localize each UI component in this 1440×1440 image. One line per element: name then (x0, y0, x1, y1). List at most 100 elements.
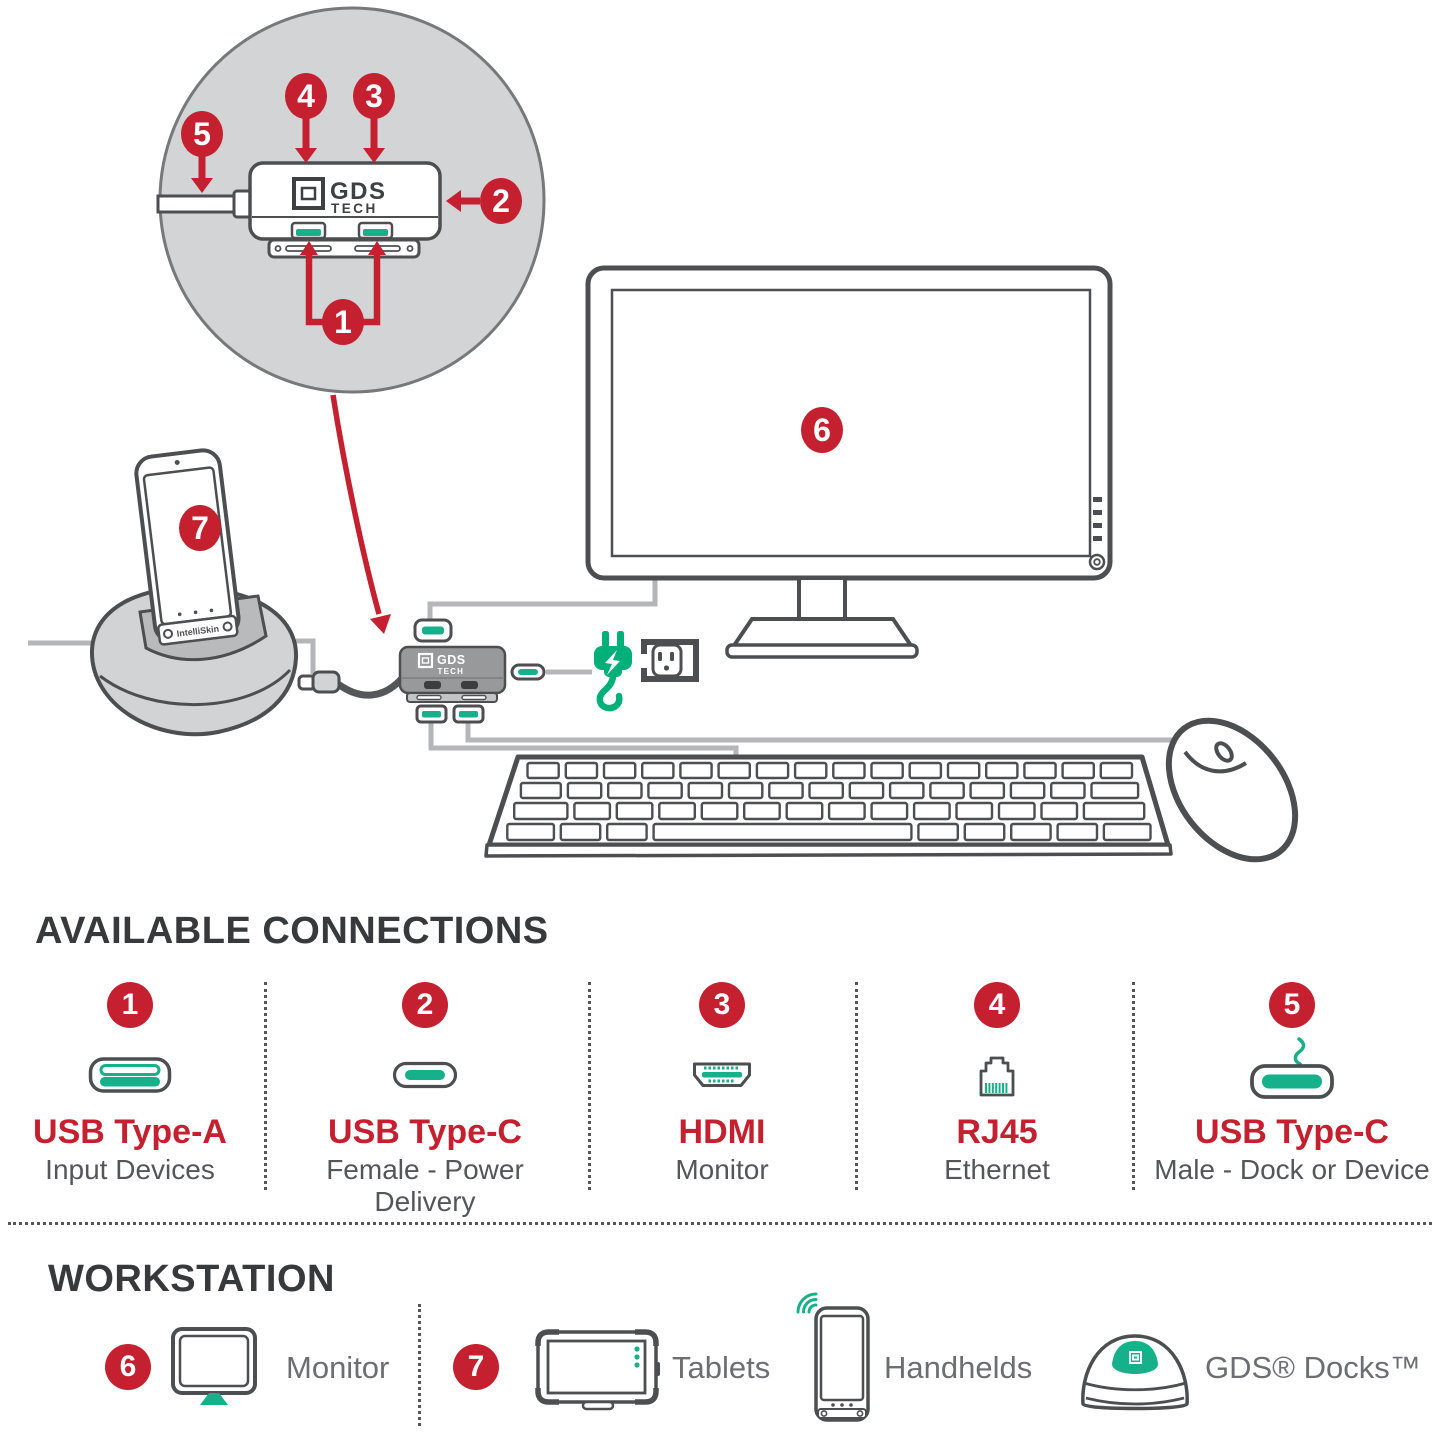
keyboard-key (755, 761, 790, 780)
legend-1-description: Input Devices (45, 1154, 215, 1185)
outlet-receptacle (651, 643, 683, 678)
keyboard (484, 754, 1173, 858)
callout-3: 3 (353, 73, 395, 163)
monitor-stand-neck (797, 576, 847, 622)
inset-hub: GDS TECH (248, 161, 442, 259)
callout-3-number: 3 (365, 78, 383, 114)
legend-4-description: Ethernet (944, 1154, 1050, 1185)
dock-front-edge (99, 668, 292, 707)
keyboard-key (1102, 822, 1152, 842)
keyboard-key (658, 801, 696, 821)
keyboard-key (513, 801, 569, 821)
monitor-screen (610, 288, 1092, 558)
keyboard-key (717, 761, 751, 780)
monitor-icon (171, 1327, 257, 1405)
keyboard-key (1099, 761, 1134, 780)
legend-item-usb-type-c-female: 2 USB Type-C Female - Power Delivery (275, 982, 575, 1218)
keyboard-key (793, 761, 828, 780)
keyboard-key (985, 761, 1019, 780)
inset-usb-a-port-1-tongue (296, 229, 321, 236)
gds-tech-logo: GDS TECH (292, 177, 387, 216)
workstation-gds-docks-label: GDS® Docks™ (1205, 1350, 1421, 1385)
inset-logo-name: GDS (330, 178, 387, 205)
legend-item-rj45: 4 RJ45 Ethernet (847, 982, 1147, 1186)
keyboard-key (827, 801, 866, 821)
keyboard-key (727, 781, 764, 800)
keyboard-key (848, 781, 885, 800)
mouse-scroll-wheel (1214, 741, 1234, 763)
usb-type-c-male-icon (1250, 1037, 1334, 1099)
legend-5-description: Male - Dock or Device (1154, 1154, 1430, 1185)
keyboard-key (870, 761, 904, 780)
legend-1-badge: 1 (107, 982, 153, 1028)
keyboard-key (652, 822, 913, 842)
hub-closeup-inset: GDS TECH 4 3 (156, 6, 546, 394)
legend-5-name: USB Type-C (1195, 1113, 1389, 1151)
keyboard-key (946, 761, 981, 780)
keyboard-key (997, 801, 1036, 821)
callout-4: 4 (285, 73, 327, 163)
gds-hub: GDS TECH (398, 618, 546, 724)
hub-logo-name: GDS (437, 653, 466, 667)
keyboard-key (888, 781, 925, 800)
legend-3-number: 3 (713, 988, 731, 1021)
callout-1: 1 (300, 241, 386, 345)
callout-6: 6 (801, 407, 843, 453)
gds-dock-icon (1081, 1334, 1189, 1411)
hub-logo: GDS TECH (417, 652, 466, 676)
lightning-bolt-icon (605, 650, 620, 675)
callout-6-number: 6 (813, 412, 831, 448)
workstation-handhelds-label: Handhelds (884, 1350, 1033, 1385)
workstation-7-number: 7 (467, 1350, 485, 1383)
inset-usb-a-port-2-tongue (363, 229, 388, 236)
mouse (1165, 717, 1299, 863)
monitor-cable (427, 578, 658, 621)
keyboard-key (955, 801, 994, 821)
keyboard-key (1009, 781, 1046, 800)
workstation-6-number: 6 (119, 1350, 137, 1383)
callout-2: 2 (446, 178, 522, 224)
keyboard-key (687, 781, 724, 800)
monitor: 6 (585, 265, 1113, 659)
legend-5-number: 5 (1283, 988, 1301, 1021)
phone-camera (174, 459, 180, 465)
power-plug (594, 631, 632, 712)
keyboard-key (607, 781, 643, 800)
keyboard-key (564, 761, 599, 780)
legend-divider-1 (264, 982, 267, 1190)
workstation-title: WORKSTATION (48, 1258, 335, 1300)
hub-logo-sub: TECH (438, 667, 465, 676)
tablet-icon (535, 1329, 660, 1411)
keyboard-key (917, 822, 960, 842)
callout-7-number: 7 (191, 510, 209, 546)
monitor-stand-base (729, 617, 916, 649)
rj45-port-icon (979, 1056, 1015, 1097)
keyboard-key (808, 781, 844, 800)
keyboard-key (969, 781, 1006, 800)
legend-2-number: 2 (416, 988, 434, 1021)
monitor-power-button (1088, 553, 1106, 571)
legend-item-usb-type-a: 1 USB Type-A Input Devices (0, 982, 280, 1186)
callout-5-number: 5 (193, 116, 211, 152)
keyboard-key (615, 801, 654, 821)
legend-2-description: Female - Power Delivery (326, 1154, 524, 1217)
keyboard-key (1056, 822, 1099, 842)
keyboard-key (606, 822, 648, 842)
legend-4-name: RJ45 (956, 1113, 1038, 1151)
legend-divider-3 (855, 982, 858, 1190)
legend-4-badge: 4 (974, 982, 1020, 1028)
callout-4-number: 4 (297, 78, 315, 114)
keyboard-key (768, 781, 804, 800)
keyboard-key (1090, 781, 1140, 800)
dock-cable-right (296, 638, 316, 674)
usb-type-c-port-icon (392, 1061, 458, 1089)
keyboard-key (1061, 761, 1095, 780)
keyboard-key (679, 761, 713, 780)
legend-3-name: HDMI (678, 1113, 766, 1151)
legend-divider-4 (1132, 982, 1135, 1190)
keyboard-key (870, 801, 909, 821)
wifi-icon (796, 1292, 818, 1314)
keyboard-key (559, 822, 602, 842)
keyboard-key (602, 761, 637, 780)
